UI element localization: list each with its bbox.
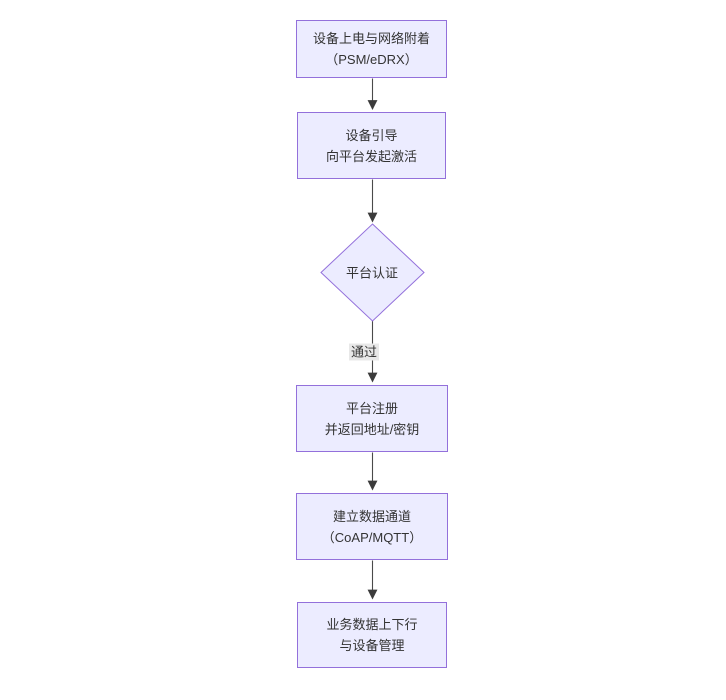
node-label-line: 设备引导 (345, 127, 398, 143)
node-label-line: 并返回地址/密钥 (324, 421, 420, 437)
node-label-line: 平台注册 (345, 400, 398, 416)
decision-diamond-shape (320, 223, 425, 322)
node-label-line: （CoAP/MQTT） (321, 529, 423, 545)
edge-label-pass: 通过 (348, 343, 380, 361)
node-label-line: 设备上电与网络附着 (312, 31, 430, 46)
node-platform-register: 平台注册 并返回地址/密钥 (296, 385, 448, 452)
node-business-data: 业务数据上下行 与设备管理 (297, 602, 447, 668)
decision-platform-auth-label: 平台认证 (345, 265, 399, 281)
node-label-line: （PSM/eDRX） (325, 52, 418, 67)
node-label-line: 建立数据通道 (332, 508, 411, 524)
node-bootstrap-activate: 设备引导 向平台发起激活 (297, 112, 446, 179)
node-label-line: 向平台发起激活 (325, 148, 417, 164)
node-label-line: 与设备管理 (339, 638, 405, 653)
node-data-channel: 建立数据通道 （CoAP/MQTT） (296, 493, 448, 560)
node-power-attach: 设备上电与网络附着 （PSM/eDRX） (296, 20, 447, 78)
node-label-line: 业务数据上下行 (326, 617, 418, 632)
